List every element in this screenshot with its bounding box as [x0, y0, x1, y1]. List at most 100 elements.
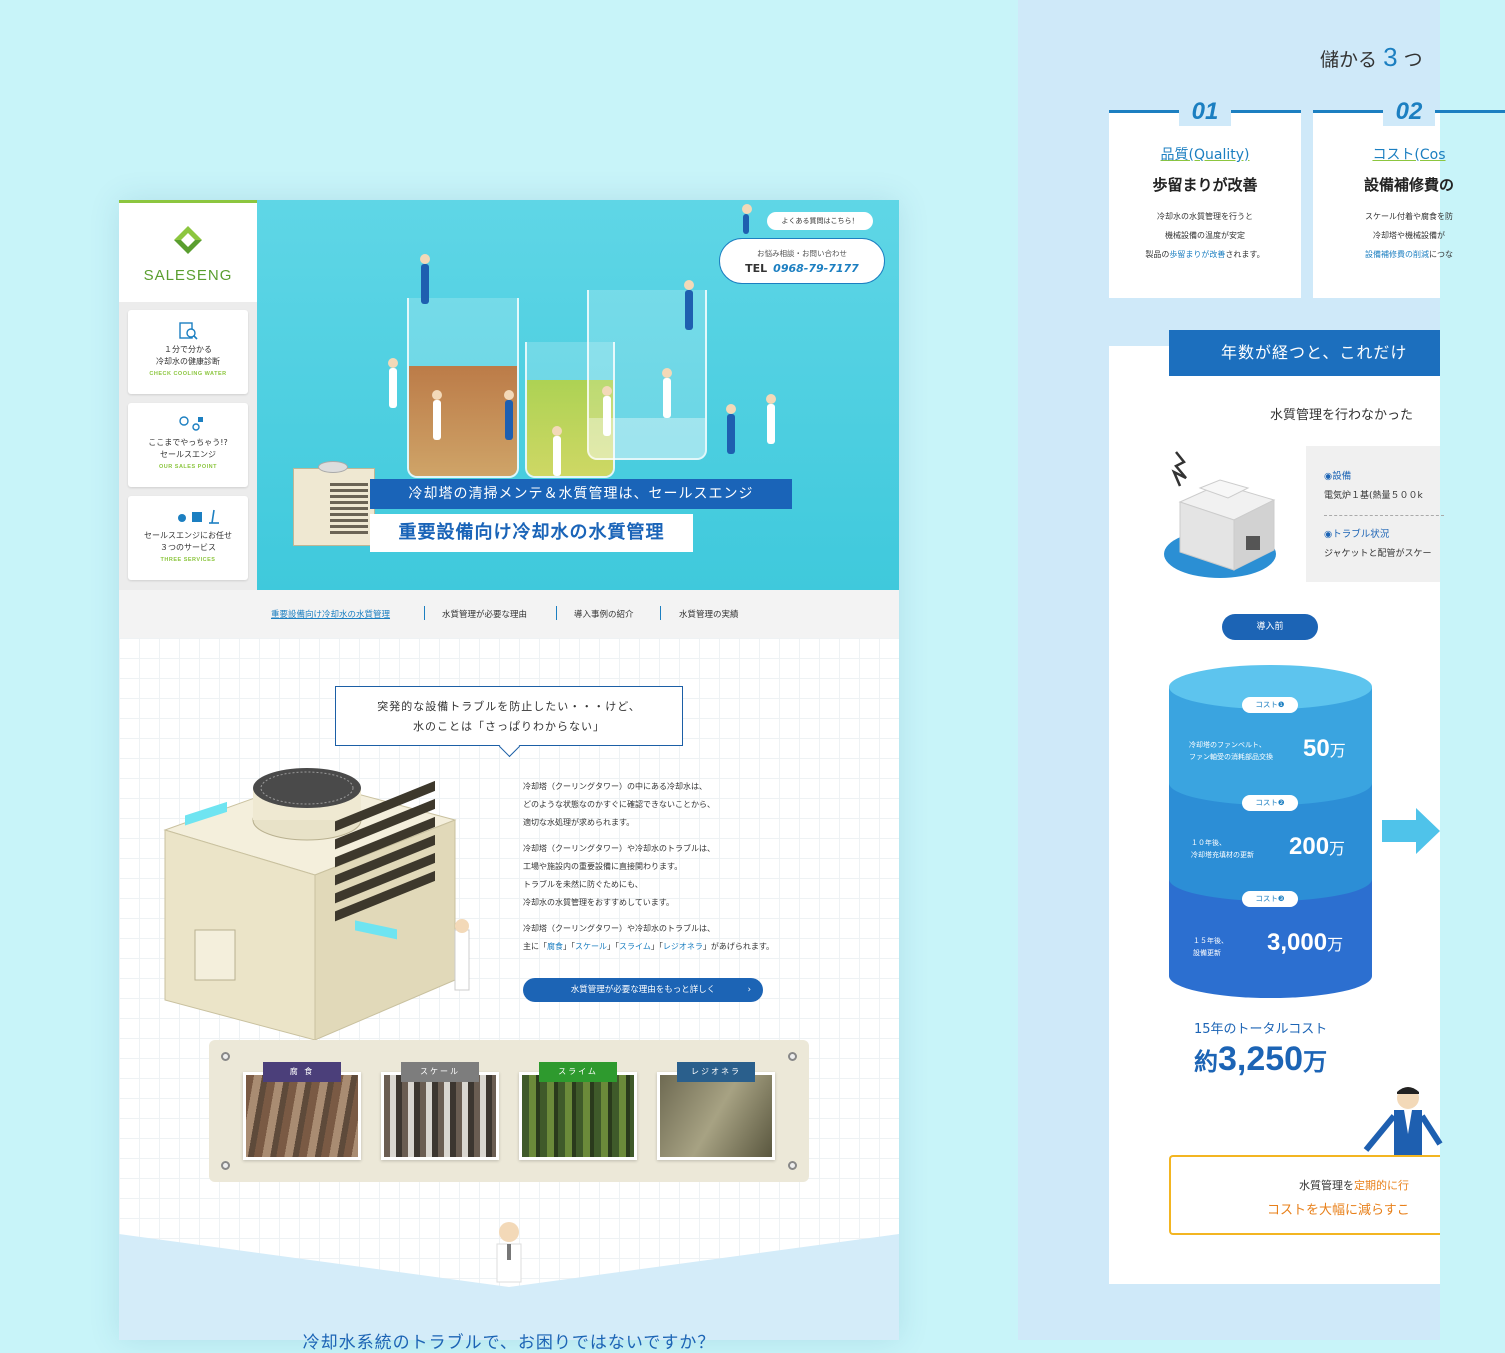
- trouble-tag-slime: スライム: [539, 1062, 617, 1082]
- cost-value: 3,000万: [1267, 929, 1343, 957]
- bolt-icon: [221, 1161, 230, 1170]
- sub-heading: 水質管理を行わなかった: [1270, 408, 1414, 423]
- cost-unit: 万: [1329, 841, 1346, 858]
- button-label: 水質管理が必要な理由をもっと詳しく: [570, 985, 716, 995]
- benefit-card-quality: 01 品質(Quality) 歩留まりが改善 冷却水の水質管理を行うと 機械設備…: [1109, 98, 1301, 298]
- nav-item-reasons[interactable]: 水質管理が必要な理由: [442, 610, 528, 620]
- faq-link[interactable]: よくある質問はこちら！: [767, 212, 873, 230]
- text-line: 工場や施設内の重要設備に直接関わります。: [523, 862, 683, 871]
- speech-bubble: 突発的な設備トラブルを防止したい・・・けど、 水のことは「さっぱりわからない」: [335, 686, 683, 746]
- title-text: つ: [1403, 49, 1423, 71]
- text-line: どのような状態なのかすぐに確認できないことから、: [523, 800, 715, 809]
- total-cost-label: 15年のトータルコスト: [1194, 1022, 1328, 1037]
- nav-divider: [424, 606, 425, 620]
- text-line: 冷却塔や機械設備が: [1373, 231, 1445, 240]
- cost-unit: 万: [1329, 743, 1346, 760]
- sidebar-item-title: ここまでやっちゃう!?: [148, 438, 228, 447]
- text-highlight: 定期的に行: [1354, 1179, 1409, 1192]
- sidebar-item-sub: CHECK COOLING WATER: [149, 371, 227, 377]
- intro-paragraph: 冷却塔（クーリングタワー）や冷却水のトラブルは、 工場や施設内の重要設備に直接関…: [523, 840, 843, 912]
- text-line: 冷却塔（クーリングタワー）の中にある冷却水は、: [523, 782, 707, 791]
- text-segment: 水質管理を: [1299, 1179, 1354, 1192]
- info-key: ◉設備: [1324, 471, 1352, 482]
- text-segment: 」「: [607, 942, 619, 951]
- nav-item-cases[interactable]: 導入事例の紹介: [574, 610, 634, 620]
- text-highlight: 設備補修費の削減: [1365, 250, 1429, 259]
- cost-label: １０年後、冷却塔充填材の更新: [1191, 837, 1254, 861]
- more-reasons-button[interactable]: 水質管理が必要な理由をもっと詳しく ›: [523, 978, 763, 1002]
- total-number: 3,250: [1218, 1040, 1304, 1078]
- sidebar-item-health-check[interactable]: １分で分かる 冷却水の健康診断 CHECK COOLING WATER: [128, 310, 248, 394]
- sidebar-item-sales-point[interactable]: ここまでやっちゃう!? セールスエンジ OUR SALES POINT: [128, 403, 248, 487]
- hero-subtitle: 冷却塔の清掃メンテ＆水質管理は、セールスエンジ: [370, 479, 792, 509]
- cost-pill: コスト❶: [1242, 697, 1298, 713]
- text-line: 冷却塔充填材の更新: [1191, 851, 1254, 859]
- text-line: 冷却塔のファンベルト、: [1189, 741, 1266, 749]
- text-line: 適切な水処理が求められます。: [523, 818, 635, 827]
- intro-paragraph: 冷却塔（クーリングタワー）や冷却水のトラブルは、 主に「腐食」「スケール」「スラ…: [523, 920, 843, 956]
- cost-number: 50: [1303, 735, 1330, 762]
- bolt-icon: [788, 1161, 797, 1170]
- cost-label: １５年後、設備更新: [1193, 935, 1228, 959]
- tel-value: 0968-79-7177: [773, 262, 859, 275]
- sidebar-item-sub: THREE SERVICES: [160, 557, 216, 563]
- sidebar: SALESENG １分で分かる 冷却水の健康診断 CHECK COOLING W…: [119, 200, 257, 590]
- beaker-illustration: [407, 298, 519, 478]
- cost-cylinder: コスト❶ 冷却塔のファンベルト、ファン軸受の消耗部品交換 50万 コスト❷ １０…: [1169, 665, 1372, 1000]
- total-cost-value: 約3,250万: [1194, 1040, 1327, 1079]
- text-segment: 」「: [563, 942, 575, 951]
- cost-pill: コスト❸: [1242, 891, 1298, 907]
- trouble-types-panel: 腐 食 スケール スライム レジオネラ: [209, 1040, 809, 1182]
- bolt-icon: [788, 1052, 797, 1061]
- keyword-link[interactable]: スライム: [619, 942, 651, 951]
- card-heading: 歩留まりが改善: [1152, 176, 1258, 194]
- scientist-figure: [552, 426, 562, 476]
- card-category: 品質(Quality): [1160, 147, 1250, 163]
- text-line: １０年後、: [1191, 839, 1226, 847]
- total-prefix: 約: [1194, 1049, 1218, 1076]
- equipment-info-box: ◉設備 電気炉１基(熱量５００k ◉トラブル状況 ジャケットと配管がスケー: [1306, 446, 1444, 582]
- slime-photo: [519, 1072, 637, 1160]
- text-segment: 」「: [650, 942, 663, 951]
- businessman-illustration: [1363, 1087, 1443, 1156]
- card-heading: 設備補修費の: [1363, 176, 1454, 194]
- text-line: 製品の歩留まりが改善されます。: [1109, 245, 1301, 264]
- sidebar-item-three-services[interactable]: セールスエンジにお任せ ３つのサービス THREE SERVICES: [128, 496, 248, 580]
- total-unit: 万: [1303, 1049, 1328, 1076]
- logo[interactable]: SALESENG: [119, 200, 257, 302]
- text-segment: されます。: [1225, 250, 1265, 259]
- text-segment: 主に「: [523, 942, 547, 951]
- sidebar-item-sub: OUR SALES POINT: [159, 464, 217, 470]
- nav-item-results[interactable]: 水質管理の実績: [679, 610, 739, 620]
- nav-item-water-quality[interactable]: 重要設備向け冷却水の水質管理: [271, 610, 391, 620]
- text-line: 冷却水の水質管理を行うと: [1157, 212, 1253, 221]
- worried-man-illustration: [496, 1222, 522, 1283]
- legionella-photo: [657, 1072, 775, 1160]
- logo-mark-icon: [174, 226, 202, 254]
- text-line: 設備補修費の削減につな: [1313, 245, 1505, 264]
- bolt-icon: [221, 1052, 230, 1061]
- info-key: ◉トラブル状況: [1324, 529, 1390, 540]
- card-category: コスト(Cos: [1372, 147, 1446, 163]
- sidebar-item-title: セールスエンジにお任せ: [144, 531, 232, 540]
- conclusion-box: 水質管理を定期的に行 コストを大幅に減らすこ: [1169, 1155, 1440, 1235]
- tools-icon: [176, 415, 203, 433]
- arrow-right-icon: [1382, 808, 1440, 854]
- scientist-figure: [662, 368, 672, 418]
- keyword-link[interactable]: レジオネラ: [662, 942, 703, 951]
- cost-unit: 万: [1327, 937, 1344, 954]
- text-line: 冷却塔（クーリングタワー）や冷却水のトラブルは、: [523, 844, 715, 853]
- keyword-link[interactable]: 腐食: [547, 942, 563, 951]
- keyword-link[interactable]: スケール: [575, 942, 607, 951]
- speech-line: 突発的な設備トラブルを防止したい・・・けど、: [377, 700, 641, 713]
- text-line: 設備更新: [1193, 949, 1221, 957]
- title-text: 儲かる: [1320, 49, 1378, 71]
- card-number: 02: [1383, 98, 1435, 126]
- before-badge: 導入前: [1222, 614, 1318, 640]
- card-body: スケール付着や腐食を防 冷却塔や機械設備が 設備補修費の削減につな: [1313, 207, 1505, 264]
- sidebar-item-title: セールスエンジ: [160, 450, 216, 459]
- conclusion-line: コストを大幅に減らすこ: [1267, 1203, 1410, 1218]
- scientist-figure: [766, 394, 776, 444]
